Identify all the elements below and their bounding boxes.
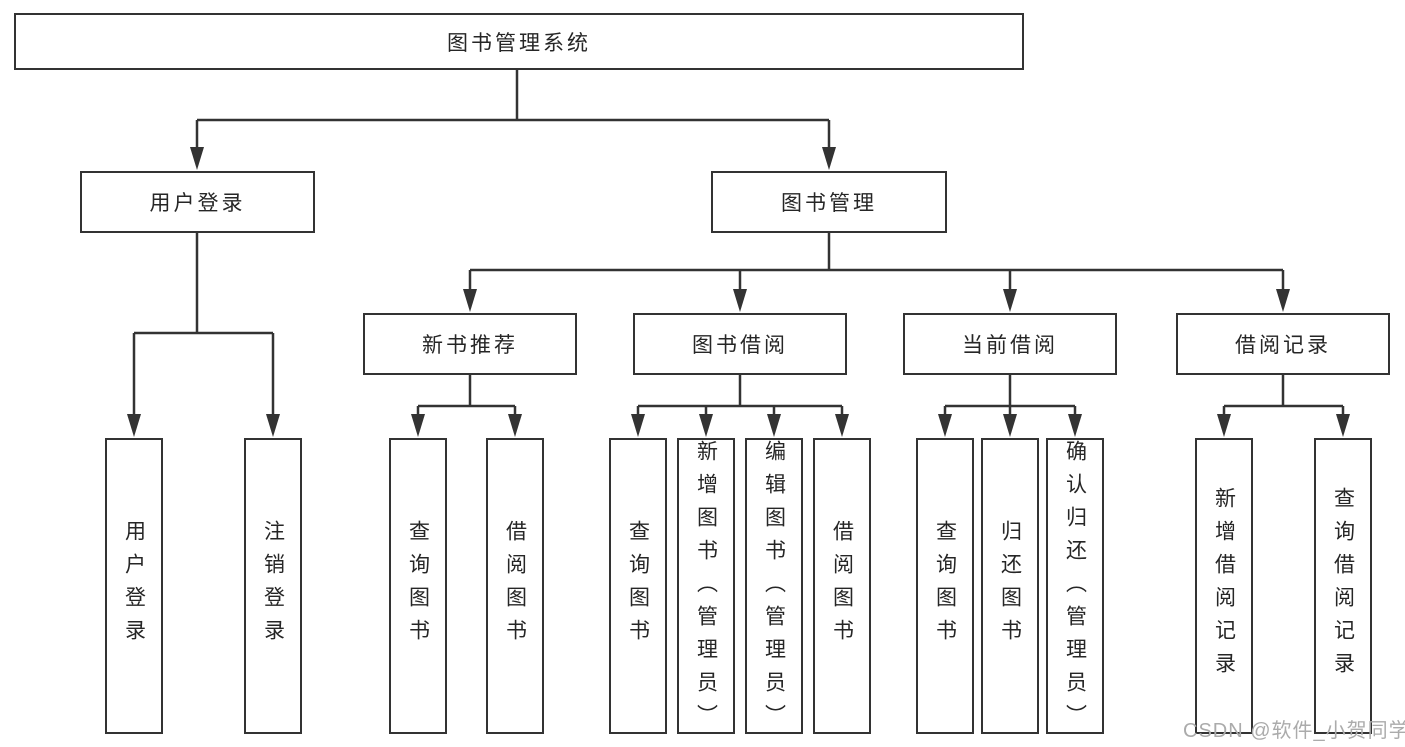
node-borrow-records: 借阅记录: [1176, 313, 1390, 375]
node-label: 图书借阅: [692, 334, 788, 357]
node-label: 查询图书: [406, 520, 430, 652]
node-label: 新增借阅记录: [1212, 487, 1236, 685]
node-label: 图书管理: [781, 192, 877, 215]
leaf-query-borrow-record: 查询借阅记录: [1314, 438, 1372, 734]
node-new-book-recommend: 新书推荐: [363, 313, 577, 375]
node-label: 查询图书: [626, 520, 650, 652]
node-root: 图书管理系统: [14, 13, 1024, 70]
node-label: 借阅记录: [1235, 334, 1331, 357]
node-label: 当前借阅: [962, 334, 1058, 357]
node-label: 注销登录: [261, 520, 285, 652]
leaf-user-login: 用户登录: [105, 438, 163, 734]
node-label: 新书推荐: [422, 334, 518, 357]
leaf-return-books: 归还图书: [981, 438, 1039, 734]
node-label: 借阅图书: [503, 520, 527, 652]
node-label: 借阅图书: [830, 520, 854, 652]
leaf-confirm-return-admin: 确认归还（管理员）: [1046, 438, 1104, 737]
node-user-login: 用户登录: [80, 171, 315, 233]
node-book-borrow: 图书借阅: [633, 313, 847, 375]
node-label: 用户登录: [149, 192, 246, 215]
node-label: 图书管理系统: [447, 31, 591, 55]
leaf-borrow-books-borrow: 借阅图书: [813, 438, 871, 734]
node-book-management: 图书管理: [711, 171, 947, 233]
node-label: 查询图书: [933, 520, 957, 652]
node-label: 确认归还（管理员）: [1063, 440, 1087, 737]
leaf-edit-books-admin: 编辑图书（管理员）: [745, 438, 803, 737]
leaf-borrow-books-recommend: 借阅图书: [486, 438, 544, 734]
arrowheads: [127, 147, 1350, 437]
node-label: 归还图书: [998, 520, 1022, 652]
leaf-query-books-borrow: 查询图书: [609, 438, 667, 734]
leaf-query-books-recommend: 查询图书: [389, 438, 447, 734]
leaf-logout-login: 注销登录: [244, 438, 302, 734]
node-label: 查询借阅记录: [1331, 487, 1355, 685]
leaf-add-borrow-record: 新增借阅记录: [1195, 438, 1253, 734]
node-label: 编辑图书（管理员）: [762, 440, 786, 737]
csdn-watermark: CSDN @软件_小贺同学: [1183, 720, 1405, 742]
node-current-borrow: 当前借阅: [903, 313, 1117, 375]
node-label: 用户登录: [122, 520, 146, 652]
node-label: 新增图书（管理员）: [694, 440, 718, 737]
leaf-add-books-admin: 新增图书（管理员）: [677, 438, 735, 737]
leaf-query-books-current: 查询图书: [916, 438, 974, 734]
